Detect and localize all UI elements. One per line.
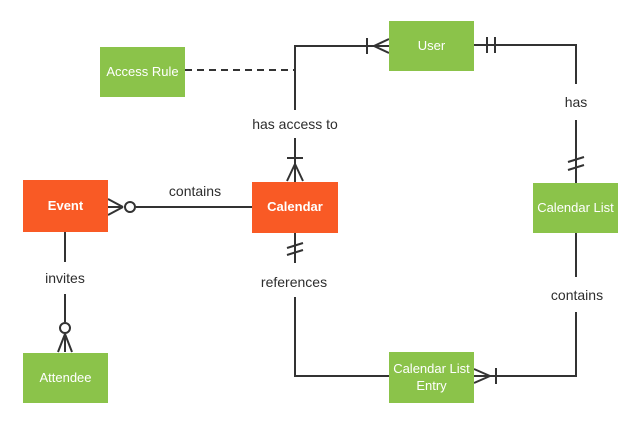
entity-event[interactable]: Event	[23, 180, 108, 232]
zero-or-many-marker-icon	[107, 198, 136, 216]
entity-label: Event	[47, 197, 84, 213]
one-or-many-marker-icon	[473, 368, 497, 384]
one-or-many-marker-icon	[286, 157, 304, 182]
edge-label-references: references	[260, 274, 328, 290]
edge-invites	[57, 232, 73, 353]
edge-has-access-to	[286, 38, 390, 182]
edge-has	[474, 37, 585, 183]
edge-label-contains-list-entry: contains	[550, 287, 604, 303]
entity-label: Calendar	[267, 199, 323, 215]
entity-access-rule[interactable]: Access Rule	[100, 47, 185, 97]
zero-or-many-marker-icon	[57, 322, 73, 353]
exactly-one-marker-icon	[286, 242, 304, 256]
entity-calendar[interactable]: Calendar	[252, 182, 338, 233]
entity-user[interactable]: User	[389, 21, 474, 71]
edge-contains-list-entry	[473, 233, 577, 384]
entity-label: Calendar List Entry	[393, 360, 470, 393]
edge-label-contains-event-calendar: contains	[168, 183, 222, 199]
entity-calendar-list[interactable]: Calendar List	[533, 183, 618, 233]
edge-label-has-access-to: has access to	[252, 116, 338, 132]
edge-references	[286, 233, 389, 377]
entity-calendar-list-entry[interactable]: Calendar List Entry	[389, 352, 474, 403]
edge-contains-event-calendar	[107, 198, 252, 216]
edge-label-has: has	[564, 94, 588, 110]
entity-attendee[interactable]: Attendee	[23, 353, 108, 403]
entity-label: User	[417, 37, 446, 53]
entity-label: Calendar List	[537, 199, 614, 215]
exactly-one-marker-icon	[486, 37, 496, 53]
entity-label: Access Rule	[106, 63, 179, 79]
edge-label-invites: invites	[45, 270, 85, 286]
one-or-many-marker-icon	[366, 38, 390, 54]
exactly-one-marker-icon	[567, 156, 585, 171]
entity-label: Attendee	[39, 369, 92, 385]
